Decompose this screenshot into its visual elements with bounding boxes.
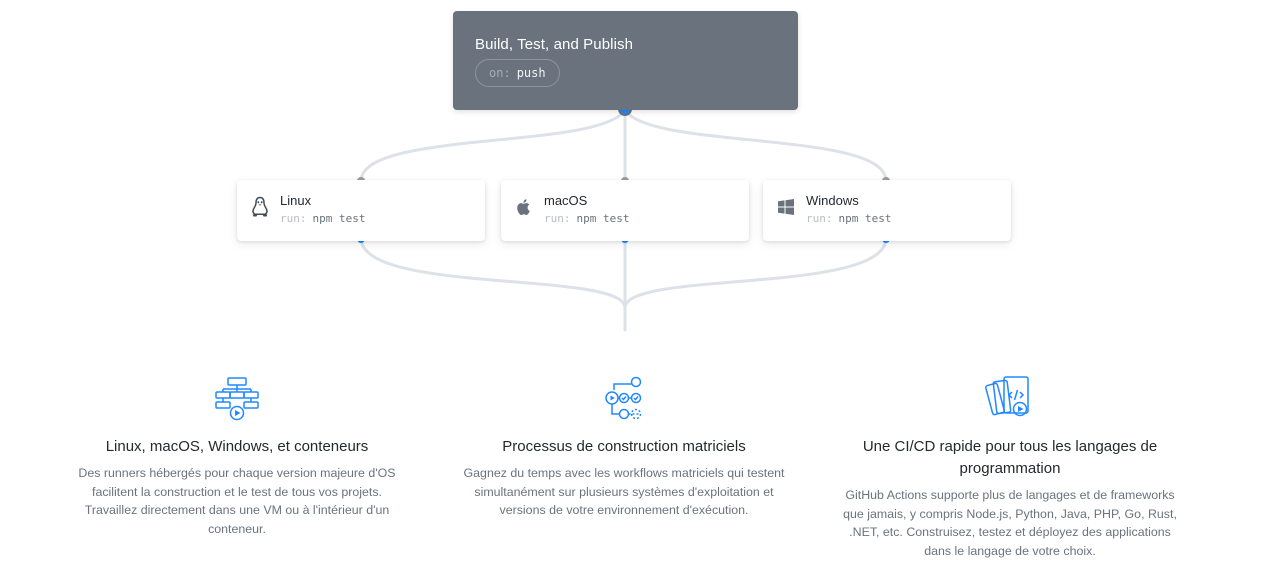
feature-description: Gagnez du temps avec les workflows matri… (463, 466, 785, 518)
code-cards-icon (985, 376, 1029, 417)
job-run-linux: run: npm test (280, 212, 365, 225)
feature-title: Processus de construction matriciels (502, 438, 746, 455)
matrix-workflow-icon (605, 376, 642, 420)
run-key: run: (544, 212, 571, 225)
trigger-value: push (516, 66, 546, 80)
run-command: npm test (576, 212, 630, 225)
feature-languages: Une CI/CD rapide pour tous les langages … (840, 372, 1180, 560)
linux-penguin-icon (252, 196, 268, 217)
job-card-linux: Linux run: npm test (237, 180, 485, 241)
connector-from-windows (623, 236, 888, 310)
job-run-windows: run: npm test (806, 212, 891, 225)
connector-from-linux (359, 236, 627, 310)
feature-description: Des runners hébergés pour chaque version… (78, 466, 396, 536)
job-run-macos: run: npm test (544, 212, 629, 225)
run-command: npm test (312, 212, 366, 225)
feature-title: Linux, macOS, Windows, et conteneurs (105, 438, 369, 455)
feature-description: GitHub Actions supporte plus de langages… (843, 488, 1177, 558)
job-name-windows: Windows (806, 193, 859, 208)
feature-matrix: Processus de construction matriciels Gag… (454, 372, 794, 520)
job-card-macos: macOS run: npm test (501, 180, 749, 241)
workflow-card: Build, Test, and Publish on: push (453, 11, 798, 110)
connector-to-windows (623, 108, 888, 183)
trigger-key: on: (489, 66, 511, 80)
trigger-pill: on: push (475, 59, 560, 87)
workflow-title: Build, Test, and Publish (475, 36, 634, 53)
apple-icon (517, 199, 530, 215)
run-key: run: (280, 212, 307, 225)
feature-runners: Linux, macOS, Windows, et conteneurs Des… (67, 372, 407, 538)
feature-title: Une CI/CD rapide pour tous les langages … (862, 438, 1158, 477)
job-name-linux: Linux (280, 193, 312, 208)
flowchart-play-icon (215, 377, 259, 421)
run-key: run: (806, 212, 833, 225)
job-card-windows: Windows run: npm test (763, 180, 1011, 241)
run-command: npm test (838, 212, 892, 225)
windows-icon (778, 199, 794, 215)
job-name-macos: macOS (544, 193, 588, 208)
connector-to-linux (359, 108, 627, 183)
